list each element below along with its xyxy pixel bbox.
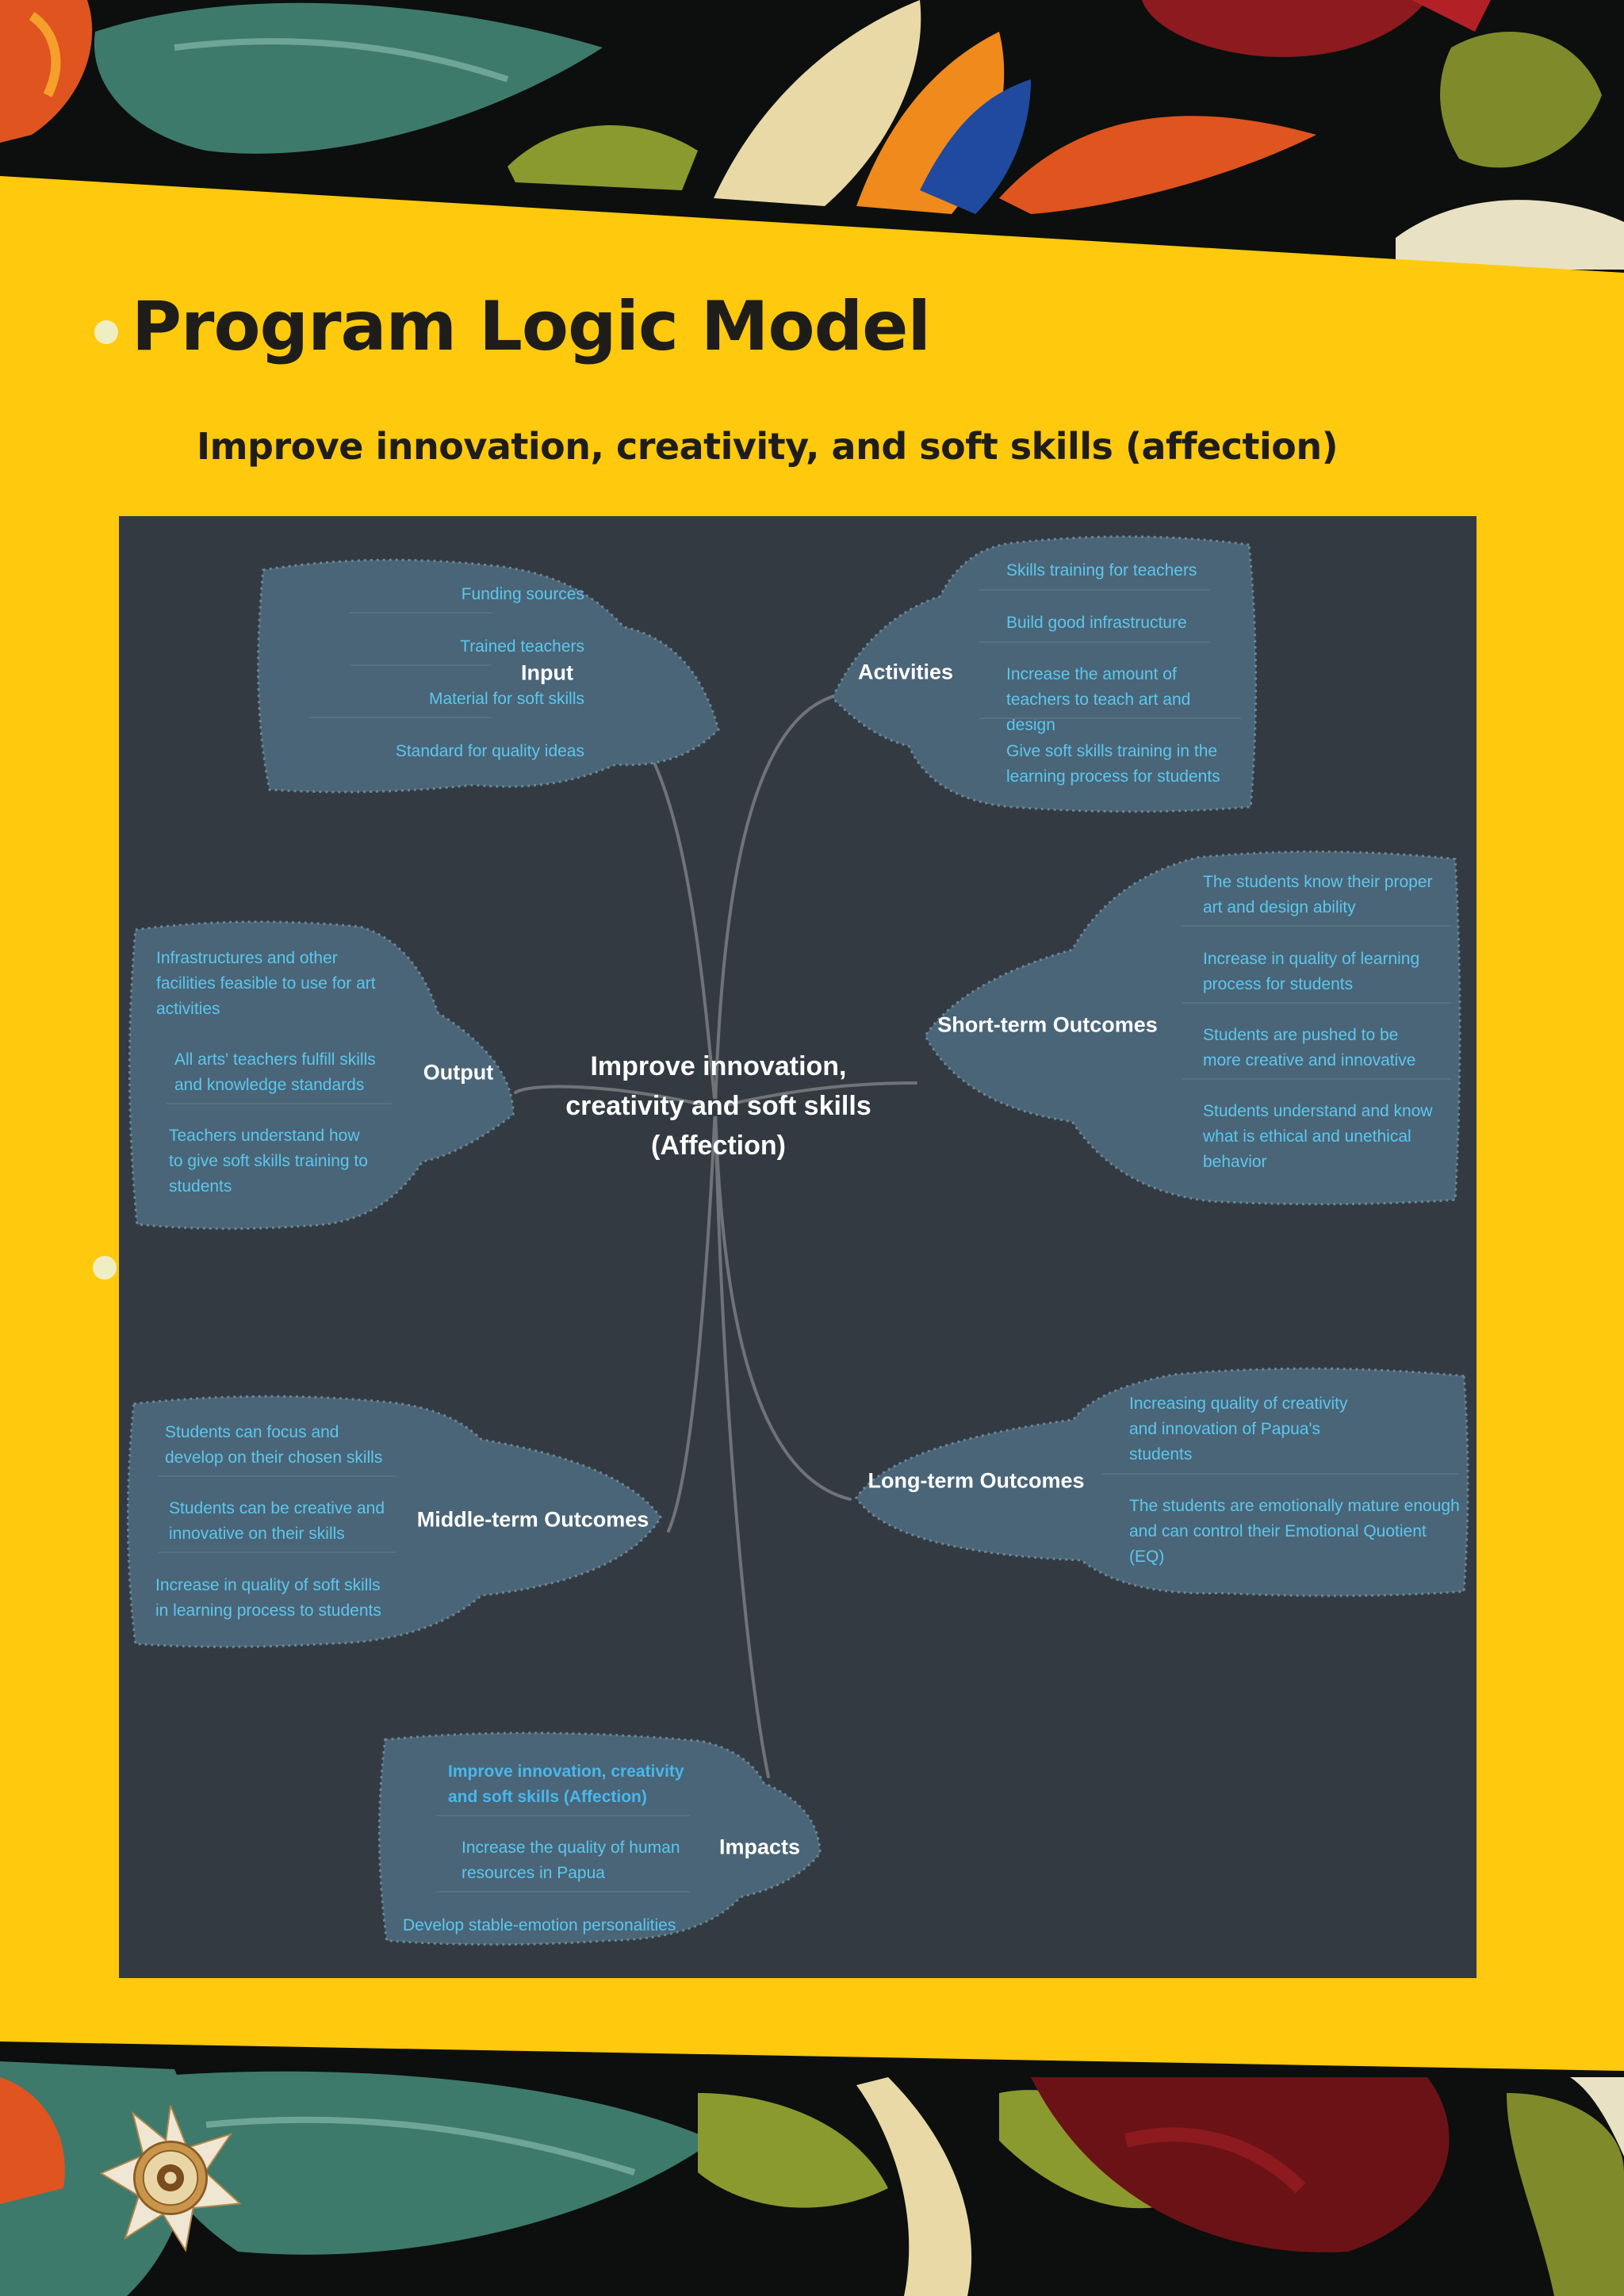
node-input: Input	[521, 660, 573, 685]
impacts-item: Improve innovation, creativity and soft …	[448, 1762, 684, 1806]
leaf-underline	[979, 718, 1241, 719]
activities-item: Increase the amount of teachers to teach…	[1006, 665, 1191, 734]
title-bullet	[94, 320, 118, 344]
leaf-underline	[159, 1552, 396, 1553]
middle-term-item: Students can be creative and innovative …	[169, 1499, 385, 1543]
mindmap-connectors	[514, 693, 917, 1778]
center-knot	[704, 1099, 726, 1116]
impacts-item: Increase the quality of human resources …	[462, 1839, 680, 1882]
connector-short-term	[714, 1081, 917, 1109]
leaf-underline	[436, 1891, 690, 1892]
output-item: Infrastructures and other facilities fea…	[156, 949, 376, 1018]
leaf-underline	[167, 1103, 393, 1104]
node-long-term: Long-term Outcomes	[868, 1468, 1085, 1493]
middle-term-item: Increase in quality of soft skills in le…	[155, 1576, 381, 1620]
leaf-underline	[436, 1815, 690, 1816]
decorative-dot	[93, 1256, 117, 1280]
activities-item: Give soft skills training in the learnin…	[1006, 742, 1220, 786]
short-term-item: Increase in quality of learning process …	[1203, 950, 1420, 993]
activities-bubble	[831, 535, 1258, 813]
short-term-bubble	[924, 850, 1461, 1206]
output-item: All arts' teachers fulfill skills and kn…	[174, 1050, 376, 1094]
input-item: Material for soft skills	[428, 690, 584, 708]
leaf-underline	[979, 589, 1209, 591]
connector-activities	[714, 693, 842, 1109]
node-activities: Activities	[857, 660, 954, 684]
input-item: Funding sources	[461, 585, 584, 603]
long-term-item: The students are emotionally mature enou…	[1129, 1497, 1460, 1566]
middle-term-bubble	[126, 1395, 662, 1648]
connector-impacts	[714, 1106, 770, 1778]
page-title: Program Logic Model	[132, 287, 931, 366]
impacts-item: Develop stable-emotion personalities	[403, 1916, 676, 1934]
university-emblem	[99, 2105, 242, 2252]
output-bubble	[128, 920, 515, 1230]
leaf-underline	[1182, 925, 1451, 927]
short-term-item: Students understand and know what is eth…	[1203, 1102, 1433, 1171]
leaf-underline	[1182, 1078, 1451, 1080]
leaf-underline	[1182, 1002, 1451, 1004]
leaf-underline	[979, 641, 1209, 643]
leaf-underline	[349, 612, 492, 614]
input-bubble	[257, 558, 720, 794]
short-term-item: The students know their proper art and d…	[1203, 873, 1433, 916]
short-term-item: Students are pushed to be more creative …	[1203, 1026, 1416, 1070]
input-item: Standard for quality ideas	[395, 742, 584, 760]
leaf-underline	[159, 1475, 396, 1477]
leaf-underline	[1102, 1473, 1459, 1475]
leaf-underline	[349, 664, 492, 666]
leaf-underline	[309, 717, 492, 718]
long-term-bubble	[855, 1367, 1469, 1598]
connector-output	[514, 1085, 717, 1109]
connector-middle-term	[667, 1106, 717, 1533]
node-output: Output	[423, 1060, 494, 1085]
page-subtitle: Improve innovation, creativity, and soft…	[197, 425, 1339, 468]
node-short-term: Short-term Outcomes	[937, 1012, 1158, 1037]
logic-model-mindmap: Input Activities Output Short-term Outco…	[119, 516, 1477, 1978]
output-item: Teachers understand how to give soft ski…	[169, 1127, 368, 1196]
connector-long-term	[714, 1106, 852, 1501]
long-term-item: Increasing quality of creativity and inn…	[1129, 1395, 1348, 1464]
activities-item: Skills training for teachers	[1006, 561, 1197, 580]
input-item: Trained teachers	[460, 637, 584, 656]
node-middle-term: Middle-term Outcomes	[416, 1507, 649, 1532]
node-impacts: Impacts	[718, 1835, 801, 1859]
central-topic: Improve innovation, creativity and soft …	[565, 1051, 871, 1161]
middle-term-item: Students can focus and develop on their …	[165, 1423, 383, 1467]
activities-item: Build good infrastructure	[1006, 614, 1187, 632]
